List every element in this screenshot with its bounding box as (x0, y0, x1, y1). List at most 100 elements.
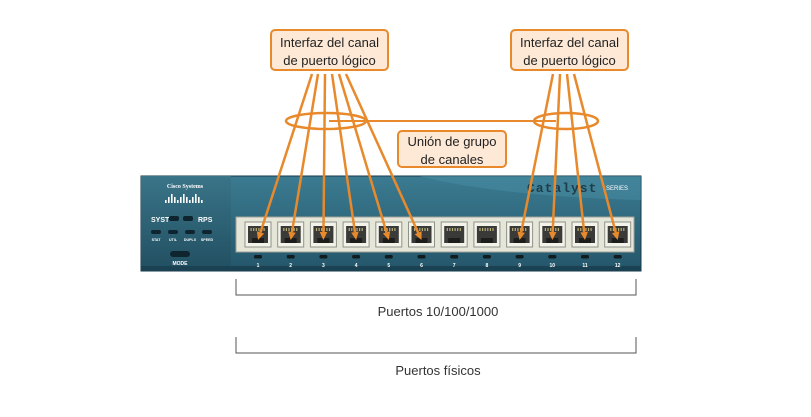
callout-group-line2: de canales (420, 152, 484, 167)
port-pin (394, 228, 396, 231)
link-line (337, 73, 388, 233)
callout-left-line2: de puerto lógico (283, 53, 376, 68)
link-arrowhead (256, 231, 265, 240)
port-pin (555, 228, 557, 231)
ethernet-port-key (480, 238, 493, 243)
link-right-9 (517, 73, 555, 240)
port-pin (255, 228, 257, 231)
port-pin (580, 228, 582, 231)
port-pin (391, 228, 393, 231)
link-right-10 (548, 73, 562, 240)
port-led (254, 255, 262, 259)
port-number: 9 (518, 263, 521, 269)
mode-led-label: SPEED (201, 238, 214, 242)
port-pin (454, 228, 456, 231)
port-number: 6 (420, 263, 423, 269)
ethernet-port-key (382, 238, 395, 243)
link-left-3 (319, 73, 328, 240)
port-pin (587, 228, 590, 231)
port-pin (263, 228, 265, 231)
callout-channel-group: Unión de grupo de canales (397, 130, 507, 168)
port-led (319, 255, 328, 259)
logo-bar (168, 197, 170, 203)
ethernet-port-key (317, 238, 330, 243)
port-pin (459, 228, 461, 231)
port-pin (446, 228, 448, 231)
port-pin (479, 228, 481, 231)
link-left-2 (288, 73, 320, 240)
port-pin (517, 228, 519, 231)
port-pin (359, 228, 361, 231)
link-line (551, 73, 562, 233)
caption-physical-ports: Puertos físicos (395, 363, 481, 378)
link-left-1 (256, 73, 314, 240)
port-pin (419, 228, 421, 231)
logo-bar (171, 194, 173, 203)
mode-button[interactable] (170, 251, 190, 257)
port-number: 2 (289, 263, 292, 269)
logo-bar (189, 200, 191, 203)
port-pin (557, 228, 559, 231)
port-pin (318, 228, 320, 231)
ethernet-port-key (350, 238, 363, 243)
port-led (515, 255, 524, 259)
port-number: 5 (387, 263, 390, 269)
port-number: 10 (550, 263, 556, 269)
ethernet-port-key (579, 238, 591, 243)
port-pin (389, 228, 391, 231)
port-pin (610, 228, 612, 231)
port-pin (585, 228, 587, 231)
link-line (344, 73, 420, 234)
logo-bar (192, 197, 194, 203)
port-number: 7 (453, 263, 456, 269)
port-pin (321, 228, 323, 231)
cisco-logo-icon (165, 194, 203, 203)
link-arrowhead (319, 231, 328, 240)
port-pin (258, 228, 260, 231)
logo-bar (177, 200, 179, 203)
port-pin (492, 228, 494, 231)
link-line (519, 73, 555, 233)
logo-bar (183, 194, 185, 203)
bracket-physical (235, 337, 637, 354)
logo-bar (180, 197, 182, 203)
port-pin (283, 228, 285, 231)
mode-led-label: DUPLX (184, 238, 197, 242)
link-arrowhead (580, 231, 588, 240)
port-number: 12 (615, 263, 621, 269)
port-pin (623, 228, 625, 231)
channel-group-ellipse-left (284, 111, 368, 131)
port-pin (451, 228, 454, 231)
port-pin (356, 228, 358, 231)
link-arrowhead (611, 231, 620, 240)
port-led (450, 255, 459, 259)
ethernet-port-key (513, 238, 526, 243)
callout-right-line2: de puerto lógico (523, 53, 616, 68)
link-arrowhead (517, 231, 525, 240)
port-leds (254, 255, 622, 259)
link-line (565, 73, 586, 233)
port-pin (348, 228, 350, 231)
mode-label: MODE (173, 261, 189, 267)
link-left-4 (330, 73, 359, 240)
model-name: Catalyst (527, 181, 597, 196)
callout-right-line1: Interfaz del canal (519, 35, 619, 50)
port-pin (590, 228, 592, 231)
bracket-ports (235, 279, 637, 296)
link-line (322, 73, 327, 233)
channel-group-ellipse-right (532, 111, 600, 131)
port-pin (489, 228, 491, 231)
port-pin (288, 228, 290, 231)
link-line (330, 73, 357, 233)
led-syst (169, 216, 179, 221)
port-number: 4 (355, 263, 358, 269)
link-left-6 (344, 73, 422, 240)
port-number: 3 (322, 263, 325, 269)
port-led (548, 255, 557, 259)
port-pin (250, 228, 252, 231)
link-line (290, 73, 320, 233)
link-left-5 (337, 73, 391, 240)
